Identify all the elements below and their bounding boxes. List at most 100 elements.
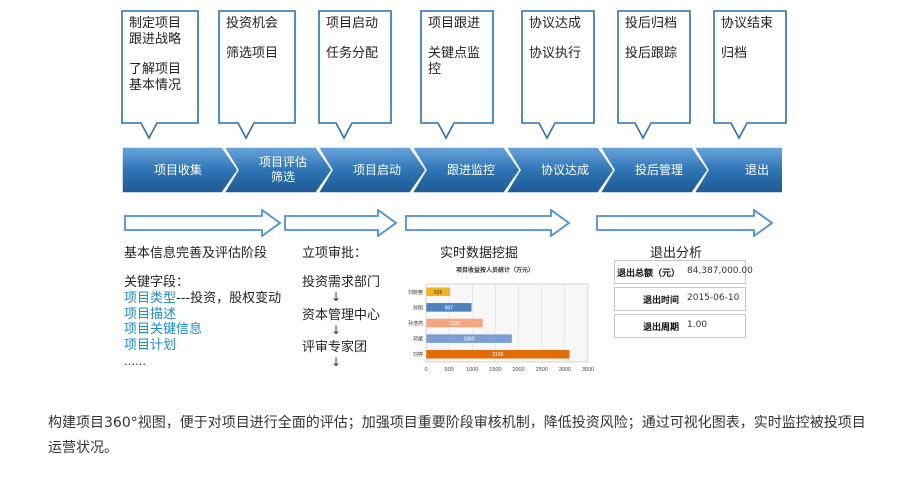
- callout-line: 协议达成: [529, 16, 582, 31]
- key-field-link[interactable]: 项目类型: [124, 291, 177, 306]
- callout-line: 项目启动: [326, 16, 379, 31]
- process-step-label: 退出: [744, 162, 769, 177]
- category-label: 孙阳: [413, 304, 423, 311]
- bar: [425, 302, 472, 313]
- category-label: 刘晓艳: [408, 289, 423, 296]
- callout-agreement-end: 协议结束归档: [713, 10, 787, 140]
- callout-collect-strategy: 制定项目跟进战略了解项目基本情况: [121, 10, 199, 140]
- callout-shape: [521, 10, 595, 140]
- callout-line: 归档: [721, 46, 748, 61]
- key-field-row: 项目关键信息: [124, 322, 202, 338]
- data-label: 3105: [492, 352, 503, 358]
- callout-text: 制定项目跟进战略了解项目基本情况: [129, 16, 181, 94]
- key-field-link[interactable]: 项目计划: [124, 338, 177, 353]
- exit-row-date: 退出时间 2015-06-10: [614, 287, 746, 311]
- process-step-chevron: [410, 146, 521, 194]
- process-step-chevron: [504, 146, 615, 194]
- callout-line: [129, 48, 181, 62]
- callout-project-followup: 项目跟进关键点监控: [420, 10, 494, 140]
- process-chevron-bar: [122, 146, 782, 194]
- callout-agreement-reached: 协议达成协议执行: [521, 10, 595, 140]
- summary-paragraph: 构建项目360°视图，便于对项目进行全面的评估；加强项目重要阶段审核机制，降低投…: [48, 415, 866, 456]
- stage-arrow-basic: [124, 209, 282, 237]
- key-field-link[interactable]: 项目关键信息: [124, 322, 203, 337]
- process-step-chevron: [692, 146, 782, 194]
- process-step-label: 协议达成: [540, 162, 589, 177]
- x-tick-label: 500: [445, 367, 454, 373]
- callout-shape: [713, 10, 787, 140]
- exit-row-total: 退出总额（元） 84,387,000.00: [614, 260, 753, 284]
- callout-line: [721, 32, 773, 46]
- approval-step: 资本管理中心: [302, 308, 381, 323]
- callout-line: 跟进战略: [129, 32, 182, 47]
- x-tick-label: 3500: [582, 367, 594, 373]
- exit-value: 84,387,000.00: [687, 266, 753, 276]
- data-label: 1860: [463, 337, 474, 343]
- mining-section-title: 实时数据挖掘: [440, 246, 519, 261]
- callout-post-investment: 投后归档投后跟踪: [617, 10, 691, 140]
- exit-value: 1.00: [687, 320, 708, 330]
- callout-line: [226, 32, 278, 46]
- x-tick-label: 1500: [489, 367, 501, 373]
- ellipsis: ……: [124, 355, 146, 368]
- category-label: 邓斌: [413, 336, 423, 343]
- process-step-chevron: [122, 146, 239, 194]
- x-tick-label: 1000: [466, 367, 478, 373]
- callout-line: 关键点监: [428, 46, 481, 61]
- callout-line: 投后跟踪: [625, 46, 678, 61]
- callout-shape: [617, 10, 691, 140]
- callout-text: 协议达成协议执行: [529, 16, 581, 62]
- key-fields-label: 关键字段：: [124, 275, 190, 290]
- callout-text: 项目跟进关键点监控: [428, 16, 480, 78]
- key-field-note: ---投资，股权变动: [176, 291, 282, 306]
- key-field-link[interactable]: 项目描述: [124, 307, 177, 322]
- exit-section-title: 退出分析: [650, 246, 703, 261]
- stage-arrow-approval: [284, 209, 398, 237]
- x-tick-label: 0: [424, 367, 427, 373]
- callout-line: [326, 32, 378, 46]
- callout-line: 制定项目: [129, 16, 182, 31]
- callout-text: 项目启动任务分配: [326, 16, 378, 62]
- bar: [425, 287, 451, 297]
- callout-line: 投后归档: [625, 16, 678, 31]
- x-tick-label: 2500: [536, 367, 548, 373]
- process-step-chevron: [598, 146, 709, 194]
- approval-step: 投资需求部门: [302, 275, 381, 290]
- approval-section-title: 立项审批：: [302, 246, 368, 261]
- key-field-row: 项目类型---投资，股权变动: [124, 291, 281, 307]
- callout-line: 投资机会: [226, 16, 279, 31]
- exit-key: 退出时间: [643, 296, 680, 306]
- callout-line: 项目跟进: [428, 16, 481, 31]
- approval-step: 评审专家团: [302, 340, 368, 355]
- exit-summary-table: 退出总额（元） 84,387,000.00 退出时间 2015-06-10 退出…: [614, 260, 753, 341]
- x-tick-label: 3000: [559, 367, 571, 373]
- process-step-label: 项目收集: [153, 162, 202, 177]
- callout-project-start: 项目启动任务分配: [318, 10, 392, 140]
- callout-line: 协议结束: [721, 16, 774, 31]
- callout-text: 投资机会筛选项目: [226, 16, 278, 62]
- down-arrow-icon: ↓: [331, 290, 342, 304]
- callout-investment-opportunity: 投资机会筛选项目: [218, 10, 296, 140]
- process-step-label: 项目评估筛选: [258, 155, 307, 184]
- basic-section-title: 基本信息完善及评估阶段: [124, 246, 268, 261]
- down-arrow-icon: ↓: [331, 355, 342, 369]
- exit-value: 2015-06-10: [687, 293, 740, 303]
- callout-shape: [121, 10, 199, 140]
- down-arrow-icon: ↓: [331, 323, 342, 337]
- callout-line: 控: [428, 62, 442, 77]
- process-step-label: 项目启动: [352, 162, 401, 177]
- exit-row-period: 退出周期 1.00: [614, 314, 746, 338]
- bar: [425, 318, 484, 328]
- callout-line: 协议执行: [529, 46, 582, 61]
- exit-key: 退出周期: [643, 323, 680, 333]
- callout-line: 任务分配: [326, 46, 379, 61]
- callout-line: [428, 32, 480, 46]
- x-tick-label: 2000: [512, 367, 524, 373]
- callout-line: 了解项目: [129, 62, 182, 77]
- category-label: 刘婷: [413, 351, 423, 358]
- callout-line: [625, 32, 677, 46]
- process-step-chevron: [316, 146, 427, 194]
- data-label: 525: [434, 290, 443, 296]
- key-field-row: 项目描述: [124, 307, 176, 323]
